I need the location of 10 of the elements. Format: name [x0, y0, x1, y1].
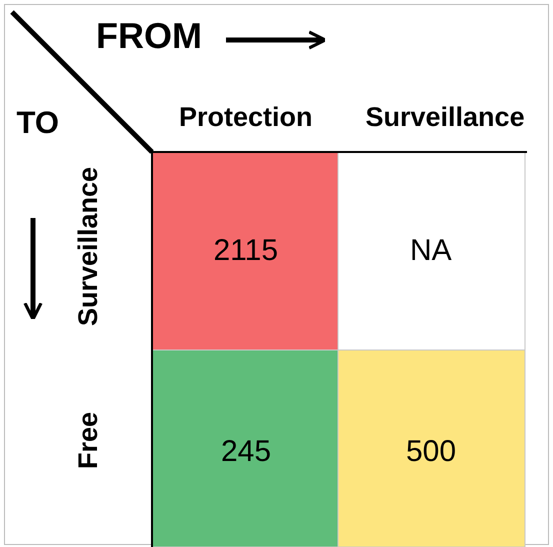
column-axis-title: FROM — [96, 15, 202, 57]
row-axis-title: TO — [16, 105, 59, 141]
cell-value: 245 — [221, 435, 272, 469]
column-header: Protection — [179, 102, 313, 132]
cell-value: 500 — [406, 435, 456, 469]
cell-value: 2115 — [214, 234, 278, 268]
row-header: Surveillance — [72, 166, 104, 326]
cell-value: NA — [410, 234, 452, 268]
row-header: Free — [72, 411, 104, 469]
column-header: Surveillance — [366, 102, 525, 132]
